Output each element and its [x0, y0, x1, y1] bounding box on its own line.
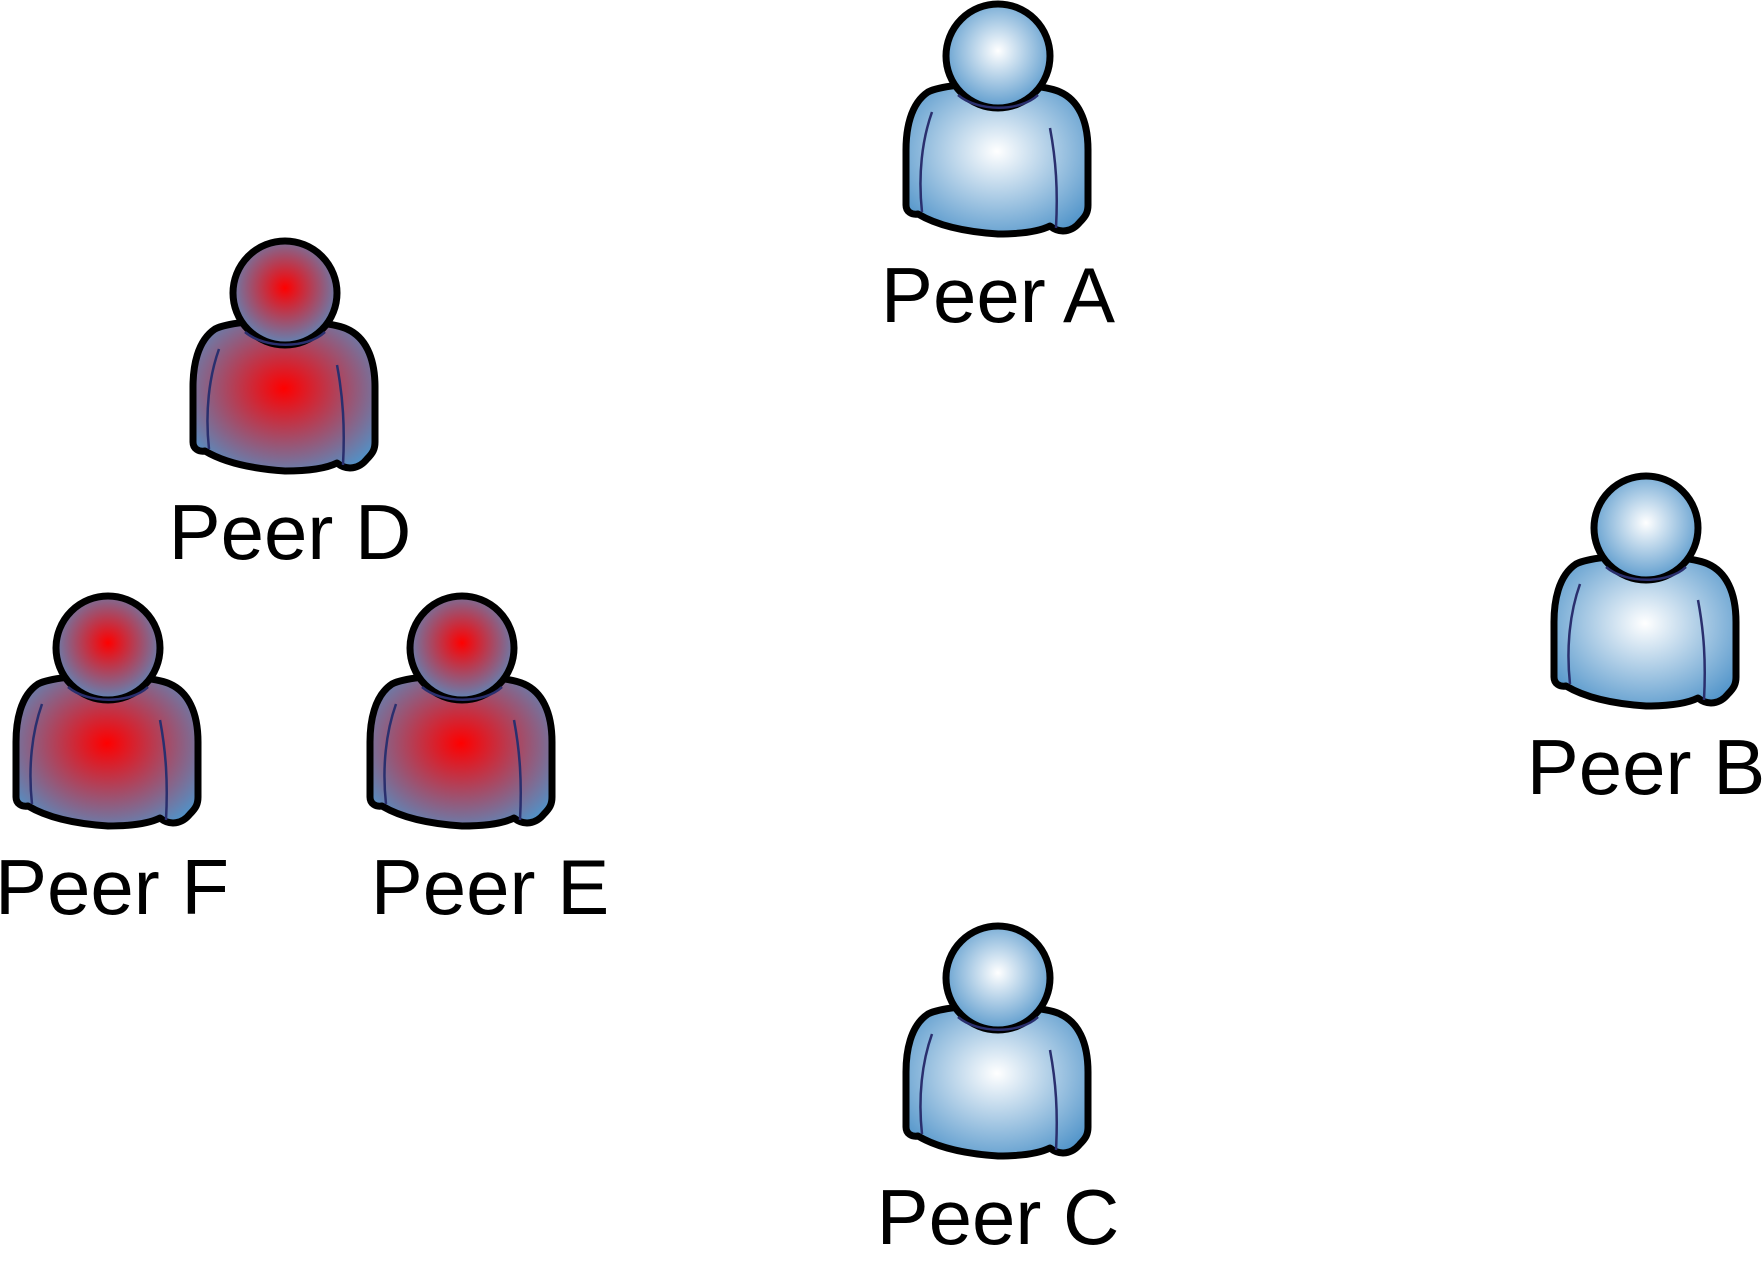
peer-label: Peer E	[371, 843, 609, 931]
peer-f: Peer F	[0, 592, 229, 931]
peer-label: Peer F	[0, 843, 229, 931]
user-icon	[902, 0, 1092, 238]
peer-label: Peer A	[881, 251, 1115, 339]
peer-c: Peer C	[877, 922, 1120, 1261]
user-icon-red	[189, 237, 379, 475]
peer-label: Peer B	[1527, 723, 1763, 811]
user-icon	[1550, 472, 1740, 710]
user-icon-red	[12, 592, 202, 830]
peer-label: Peer D	[169, 488, 412, 576]
peer-b: Peer B	[1527, 472, 1763, 811]
peer-a: Peer A	[881, 0, 1115, 339]
peer-d: Peer D	[169, 237, 412, 576]
peer-label: Peer C	[877, 1173, 1120, 1261]
peer-e: Peer E	[366, 592, 609, 931]
user-icon	[902, 922, 1092, 1160]
user-icon-red	[366, 592, 556, 830]
